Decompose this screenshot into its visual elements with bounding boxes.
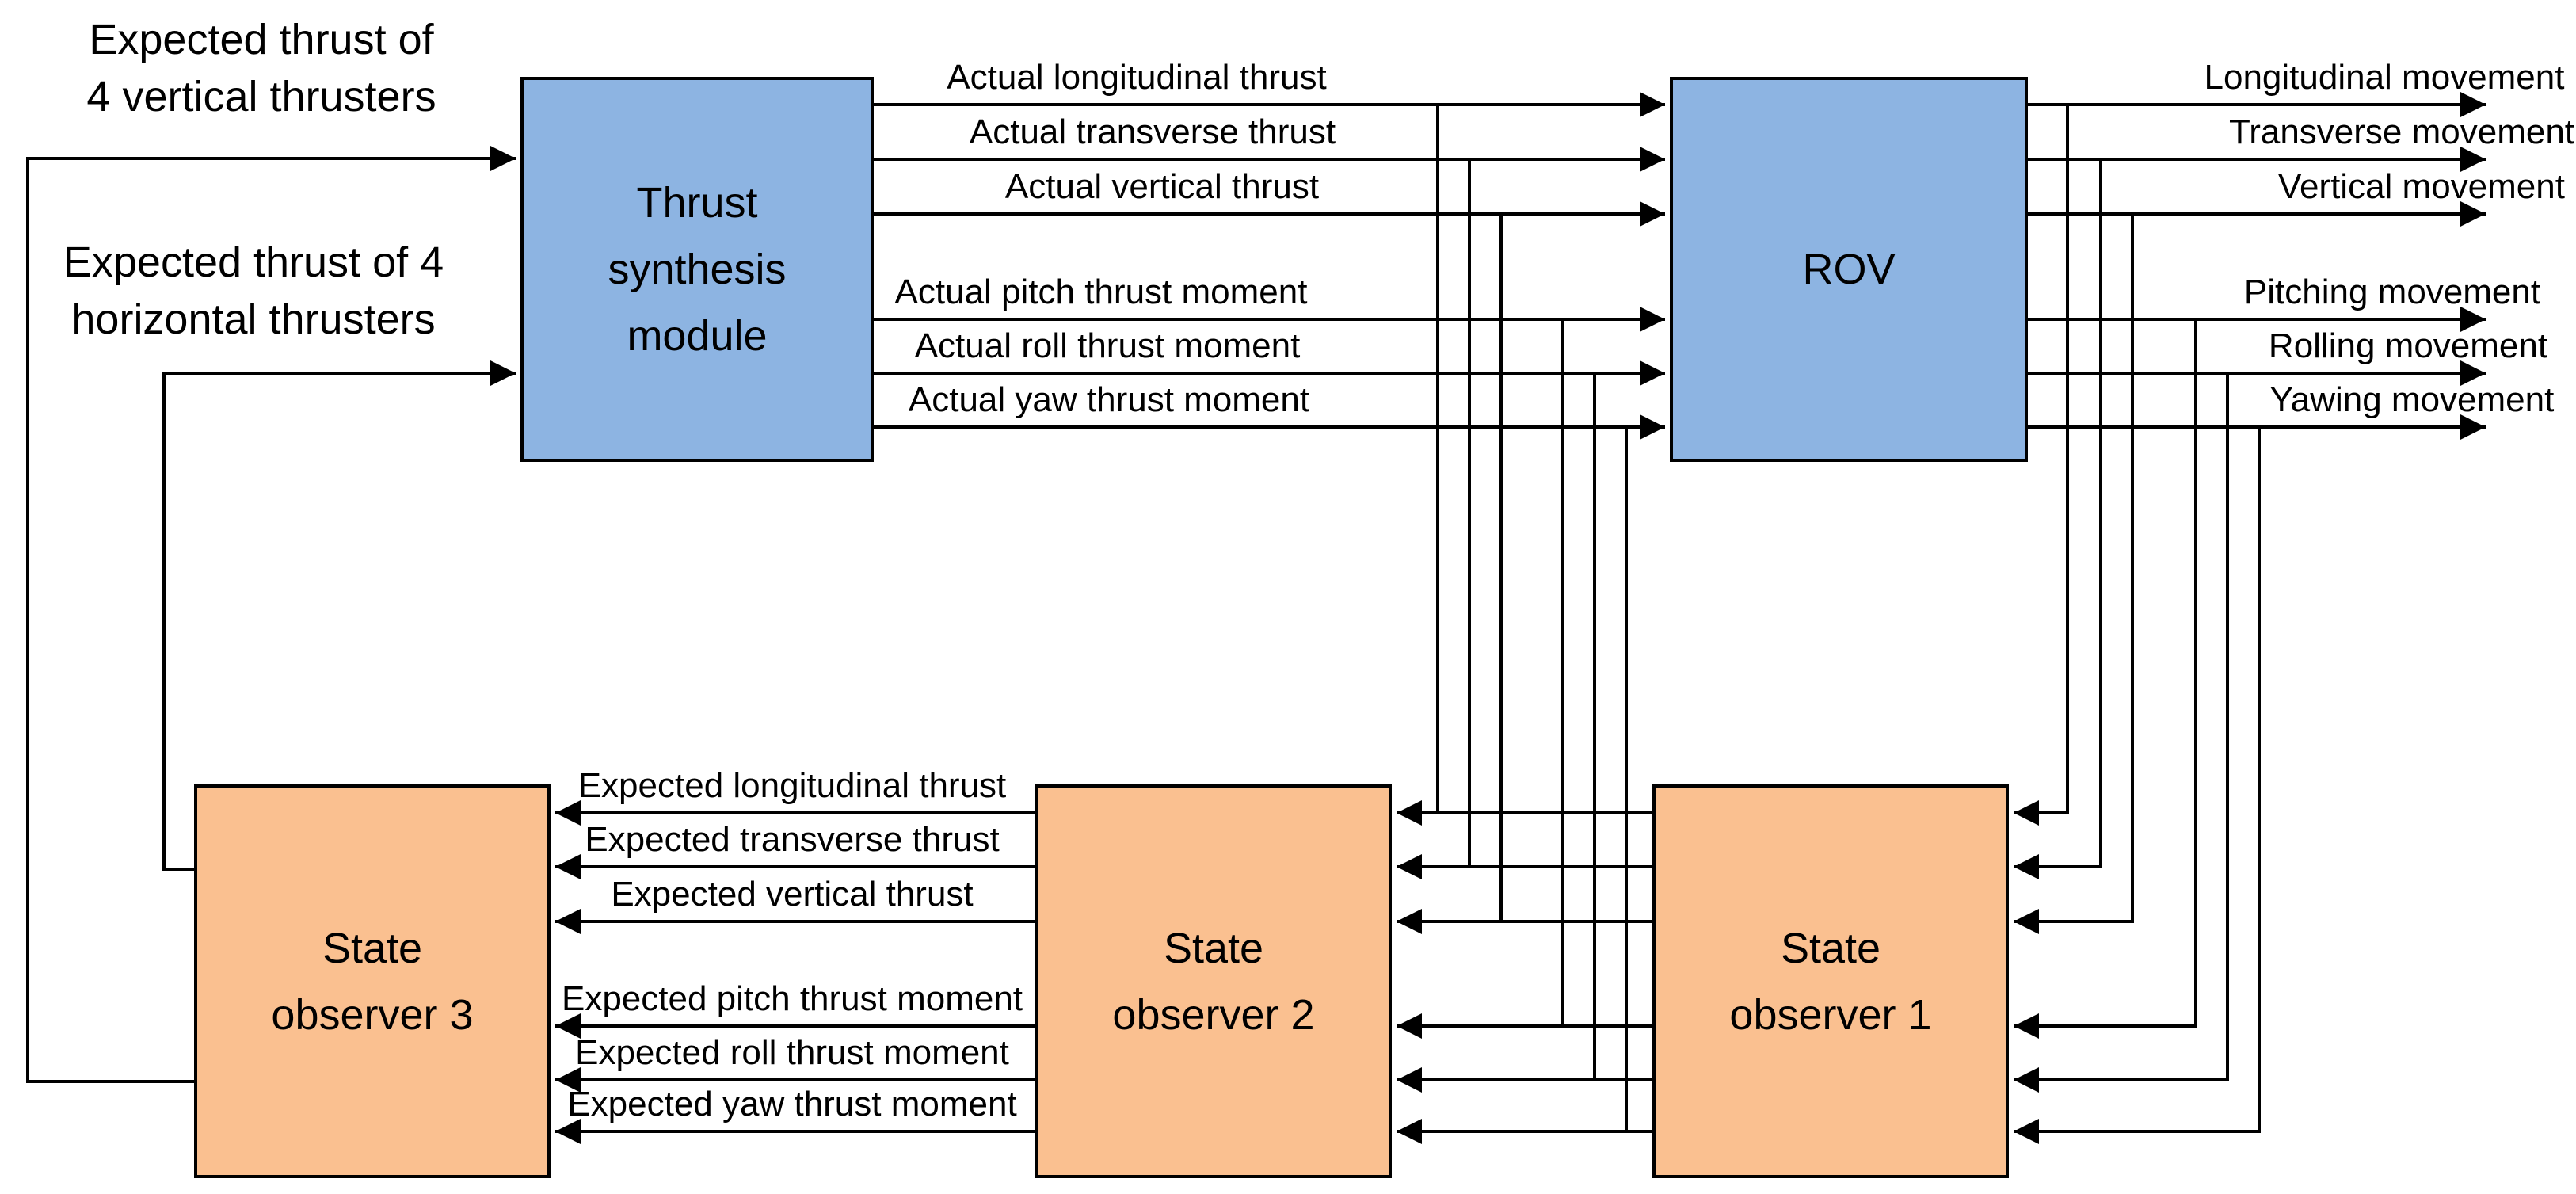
node-label-line: State: [322, 924, 423, 972]
wire-feedback-horizontal-thrusters: [162, 360, 516, 871]
signal-label-expected-transverse: Expected transverse thrust: [585, 820, 1000, 859]
input-label-line: 4 vertical thrusters: [86, 73, 436, 120]
wire-movement-feedback: [2014, 105, 2261, 1144]
signal-label-transverse-movement: Transverse movement: [2228, 113, 2575, 151]
node-label-line: observer 2: [1112, 990, 1315, 1039]
node-state-observer-2: State observer 2: [1035, 784, 1392, 1178]
signal-label-actual-transverse: Actual transverse thrust: [969, 113, 1336, 151]
signal-label-expected-vertical: Expected vertical thrust: [611, 875, 974, 914]
node-label-line: State: [1780, 924, 1881, 972]
signal-label-expected-roll: Expected roll thrust moment: [575, 1033, 1009, 1072]
signal-label-vertical-movement: Vertical movement: [2278, 167, 2565, 206]
wire-actual-rows: [874, 92, 1665, 440]
signal-label-expected-pitch: Expected pitch thrust moment: [561, 979, 1023, 1018]
input-label-horizontal-thrusters: Expected thrust of 4 horizontal thruster…: [20, 234, 487, 348]
node-state-observer-3: State observer 3: [194, 784, 551, 1178]
input-label-line: Expected thrust of 4: [63, 238, 444, 286]
signal-label-rolling-movement: Rolling movement: [2268, 326, 2548, 365]
node-state-observer-1: State observer 1: [1652, 784, 2009, 1178]
input-label-line: Expected thrust of: [89, 16, 434, 63]
node-label-line: Thrust: [636, 179, 758, 227]
signal-label-expected-yaw: Expected yaw thrust moment: [567, 1085, 1017, 1123]
signal-label-actual-longitudinal: Actual longitudinal thrust: [947, 58, 1327, 97]
node-label-line: State: [1163, 924, 1264, 972]
wire-actual-drops: [1436, 105, 1628, 1131]
input-label-line: horizontal thrusters: [71, 296, 436, 343]
node-label-line: module: [627, 312, 768, 360]
node-label-line: ROV: [1802, 246, 1896, 293]
signal-label-expected-longitudinal: Expected longitudinal thrust: [577, 766, 1007, 805]
node-label-line: observer 3: [271, 990, 474, 1039]
signal-label-pitching-movement: Pitching movement: [2243, 273, 2541, 311]
signal-label-yawing-movement: Yawing movement: [2269, 380, 2555, 419]
node-thrust-synthesis-module: Thrust synthesis module: [520, 77, 874, 462]
signal-label-actual-vertical: Actual vertical thrust: [1004, 167, 1320, 206]
signal-label-actual-roll: Actual roll thrust moment: [914, 326, 1301, 365]
wire-movement-rows: [2028, 92, 2486, 440]
signal-label-actual-pitch: Actual pitch thrust moment: [894, 273, 1308, 311]
node-label-line: synthesis: [608, 246, 787, 293]
wire-observer2-to-observer3: [555, 800, 1035, 1144]
node-rov: ROV: [1670, 77, 2028, 462]
node-label-line: observer 1: [1729, 990, 1932, 1039]
wire-observer1-to-observer2: [1397, 800, 1654, 1144]
signal-label-actual-yaw: Actual yaw thrust moment: [908, 380, 1310, 419]
signal-label-longitudinal-movement: Longitudinal movement: [2204, 58, 2565, 97]
wire-feedback-vertical-thrusters: [26, 146, 516, 1083]
input-label-vertical-thrusters: Expected thrust of 4 vertical thrusters: [32, 11, 491, 125]
